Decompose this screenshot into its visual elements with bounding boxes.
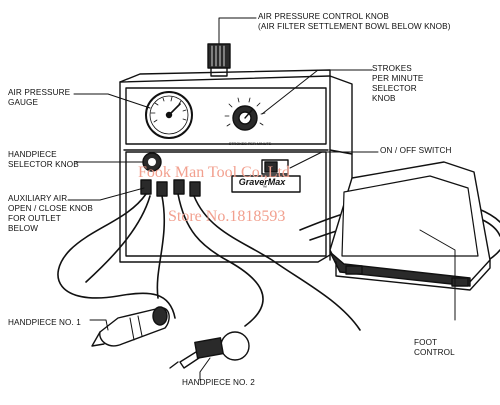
label-handpiece-no-2: HANDPIECE NO. 2 bbox=[182, 378, 255, 387]
handpiece-no-2 bbox=[169, 331, 250, 369]
strokes-per-minute-dial bbox=[224, 97, 266, 131]
dial-caption: STROKES PER MINUTE bbox=[229, 142, 272, 146]
handpiece-no-1 bbox=[91, 306, 170, 347]
air-pressure-control-knob bbox=[207, 43, 231, 77]
trademark-symbol: ™ bbox=[262, 185, 267, 191]
air-pressure-gauge bbox=[145, 91, 193, 139]
gravermax-logo-text: GraverMax bbox=[239, 177, 287, 187]
label-handpiece-selector-knob: HANDPIECE SELECTOR KNOB bbox=[8, 150, 79, 169]
label-air-pressure-gauge: AIR PRESSURE GAUGE bbox=[8, 88, 71, 107]
gravermax-logo-panel bbox=[231, 175, 301, 193]
label-handpiece-no-1: HANDPIECE NO. 1 bbox=[8, 318, 81, 327]
foot-control bbox=[329, 161, 491, 291]
label-auxiliary-air-knob: AUXILIARY AIR OPEN / CLOSE KNOB FOR OUTL… bbox=[8, 194, 93, 233]
label-air-pressure-control-knob: AIR PRESSURE CONTROL KNOB (AIR FILTER SE… bbox=[258, 12, 451, 31]
label-strokes-per-minute-selector-knob: STROKES PER MINUTE SELECTOR KNOB bbox=[372, 64, 424, 103]
handpiece-selector-knob bbox=[142, 152, 162, 172]
watermark-company: Fook Man Tool Co.,Ltd bbox=[138, 164, 290, 181]
on-off-switch bbox=[261, 159, 289, 175]
label-on-off-switch: ON / OFF SWITCH bbox=[380, 146, 452, 155]
label-foot-control: FOOT CONTROL bbox=[414, 338, 455, 357]
leader-lines bbox=[67, 17, 456, 381]
watermark-store-number: Store No.1818593 bbox=[168, 208, 286, 225]
